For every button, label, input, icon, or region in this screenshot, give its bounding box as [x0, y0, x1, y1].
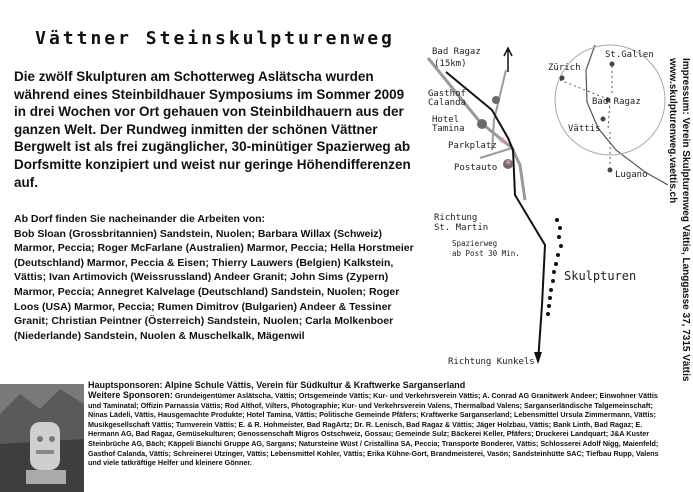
impressum-website[interactable]: www.skulpturenweg.vaettis.ch	[667, 58, 678, 204]
other-sponsors-label: Weitere Sponsoren:	[88, 390, 173, 400]
artist-list-heading: Ab Dorf finden Sie nacheinander die Arbe…	[14, 213, 266, 225]
label-richtung-1: Richtung	[434, 213, 477, 223]
side-road	[491, 69, 507, 151]
label-skulpturen: Skulpturen	[564, 269, 636, 283]
inset-label-badragaz: Bad Ragaz	[592, 97, 641, 107]
label-distance: (15km)	[434, 59, 467, 69]
label-gasthof-1: Gasthof	[428, 89, 466, 99]
tree-icon	[492, 96, 500, 104]
impressum-address: Impressum: Verein Skulpturenweg Vättis, …	[680, 58, 691, 382]
main-sponsors: Hauptsponsoren: Alpine Schule Vättis, Ve…	[88, 380, 466, 390]
impressum: Impressum: Verein Skulpturenweg Vättis, …	[667, 58, 692, 398]
label-postauto: Postauto	[454, 163, 497, 173]
label-bad-ragaz: Bad Ragaz	[432, 47, 481, 57]
page-title: Vättner Steinskulpturenweg	[35, 28, 395, 49]
artist-list-text: Bob Sloan (Grossbritannien) Sandstein, N…	[14, 227, 414, 342]
inset-label-vattis: Vättis	[568, 124, 601, 134]
arrow-up-icon	[503, 46, 513, 72]
inset-map: Zürich St.Gallen Bad Ragaz Vättis Lugano	[548, 44, 668, 186]
inset-label-lugano: Lugano	[615, 170, 648, 180]
label-hotel-1: Hotel	[432, 115, 459, 125]
route-map: ✷ ✷ Zürich St.Gallen Bad Ragaz Vättis Lu…	[426, 44, 668, 367]
sponsors-section: Hauptsponsoren: Alpine Schule Vättis, Ve…	[88, 379, 668, 468]
inset-label-stgallen: St.Gallen	[605, 50, 654, 60]
star-icon: ✷	[504, 154, 513, 170]
inset-label-zurich: Zürich	[548, 63, 581, 73]
label-parkplatz: Parkplatz	[448, 141, 497, 151]
inset-border	[585, 44, 668, 186]
sculpture-dots	[546, 218, 563, 316]
label-spazierweg-1: Spazierweg	[452, 239, 497, 248]
road-west	[479, 147, 513, 159]
label-hotel-2: Tamina	[432, 124, 465, 134]
inset-circle	[554, 44, 666, 156]
sculpture-photo	[0, 384, 84, 492]
star-icon: ✷	[498, 132, 507, 148]
tree-icon	[477, 119, 487, 129]
other-sponsors-text: Grundeigentümer Aslätscha, Vättis; Ortsg…	[88, 391, 659, 468]
label-richtung-2: St. Martin	[434, 223, 488, 233]
walking-path	[445, 71, 547, 363]
artist-list: Ab Dorf finden Sie nacheinander die Arbe…	[14, 212, 414, 343]
tree-icon	[503, 159, 513, 169]
label-gasthof-2: Calanda	[428, 98, 466, 108]
walking-path-arrow	[534, 352, 542, 364]
label-richtung-kunkels: Richtung Kunkels	[448, 357, 535, 367]
label-spazierweg-2: ab Post 30 Min.	[452, 249, 520, 258]
intro-paragraph: Die zwölf Skulpturen am Schotterweg Aslä…	[14, 69, 411, 190]
